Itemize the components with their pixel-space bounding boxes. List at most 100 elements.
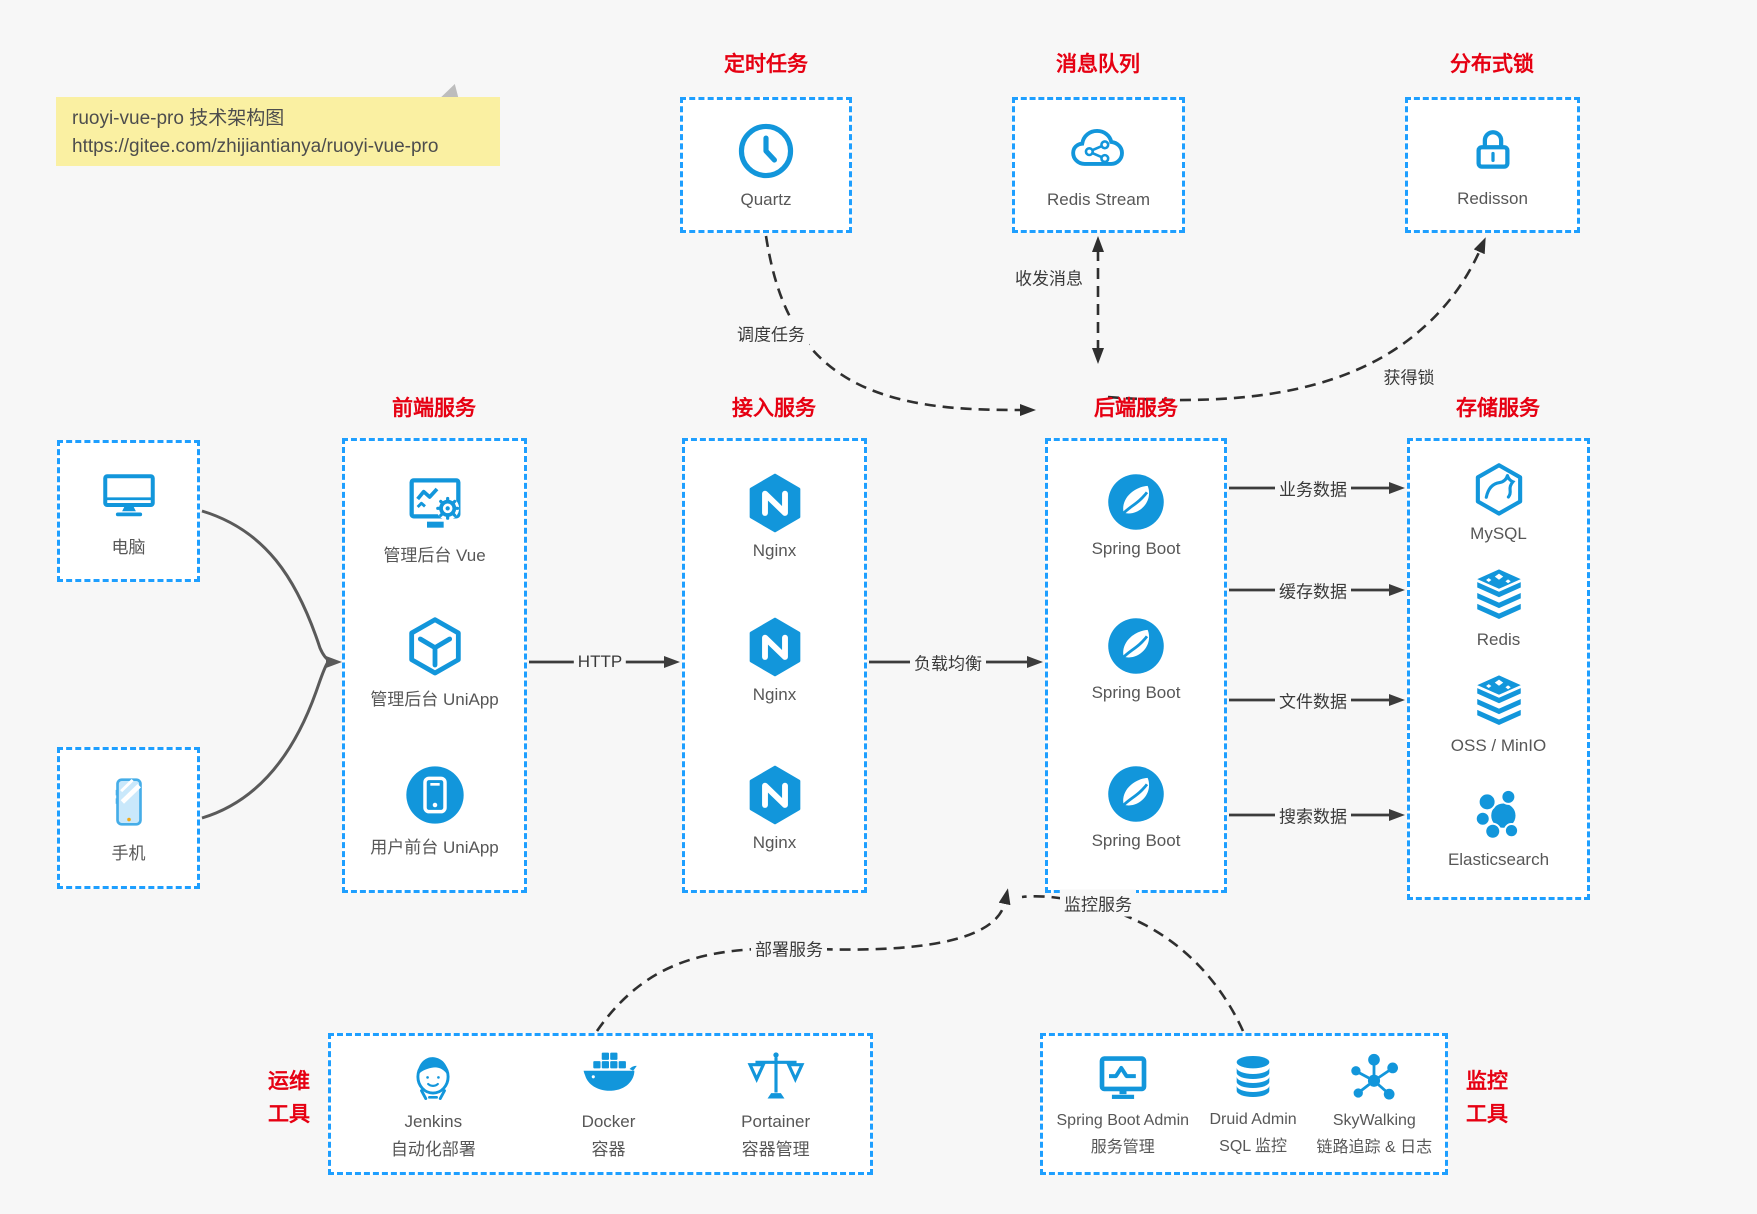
edge-label-business-data: 业务数据 <box>1275 474 1351 502</box>
druid-sublabel: SQL 监控 <box>1219 1138 1288 1155</box>
nginx-icon <box>743 471 807 535</box>
lock-icon <box>1463 121 1523 181</box>
quartz-label: Quartz <box>740 190 792 209</box>
admin-vue-icon <box>403 471 467 535</box>
redisson-label: Redisson <box>1457 189 1528 208</box>
monitor-item-skywalking: SkyWalking 链路追踪 & 日志 <box>1308 1051 1441 1157</box>
nginx-icon <box>743 615 807 679</box>
backend-item-spring-3: Spring Boot <box>1048 763 1224 851</box>
ops-item-jenkins: Jenkins 自动化部署 <box>391 1049 476 1160</box>
edge-mobile-to-frontend <box>201 650 336 820</box>
frontend-label-admin-vue: 管理后台 Vue <box>383 546 486 565</box>
edge-label-deploy: 部署服务 <box>751 934 827 962</box>
desktop-icon <box>102 473 155 516</box>
monitor-item-druid: Druid Admin SQL 监控 <box>1199 1052 1308 1156</box>
ops-item-portainer: Portainer 容器管理 <box>741 1049 810 1160</box>
nginx-icon <box>743 763 807 827</box>
frontend-column-box: 管理后台 Vue 管理后台 UniApp 用户前台 UniApp <box>342 438 527 893</box>
uniapp-cube-icon <box>403 615 467 679</box>
monitor-tools-box: Spring Boot Admin 服务管理 Druid Admin SQL 监… <box>1040 1033 1448 1175</box>
clock-icon <box>735 120 797 182</box>
jenkins-sublabel: 自动化部署 <box>390 1139 476 1159</box>
gateway-column-box: Nginx Nginx Nginx <box>682 438 867 893</box>
mysql-icon <box>1470 461 1528 519</box>
spring-label-2: Spring Boot <box>1091 683 1181 702</box>
gateway-item-nginx-1: Nginx <box>685 471 864 561</box>
storage-item-oss: OSS / MinIO <box>1410 673 1587 756</box>
group-title-message-queue: 消息队列 <box>1056 53 1140 76</box>
monitor-tools-title-line1: 监控 <box>1466 1070 1508 1093</box>
monitor-item-sba: Spring Boot Admin 服务管理 <box>1047 1051 1199 1157</box>
spring-label-1: Spring Boot <box>1091 539 1181 558</box>
group-title-distributed-lock: 分布式锁 <box>1450 53 1534 76</box>
storage-item-elasticsearch: Elasticsearch <box>1410 785 1587 870</box>
frontend-item-user-uniapp: 用户前台 UniApp <box>345 763 524 858</box>
frontend-item-admin-uniapp: 管理后台 UniApp <box>345 615 524 710</box>
note-url: https://gitee.com/zhijiantianya/ruoyi-vu… <box>72 136 439 157</box>
pc-client-box: 电脑 <box>57 440 200 582</box>
skywalking-icon <box>1350 1052 1400 1101</box>
mobile-client-label: 手机 <box>111 843 146 863</box>
druid-label: Druid Admin <box>1209 1111 1297 1128</box>
redisson-box: Redisson <box>1405 97 1580 233</box>
storage-column-box: MySQL Redis OSS / MinIO Elasticsearch <box>1407 438 1590 900</box>
note-title: ruoyi-vue-pro 技术架构图 <box>72 108 285 129</box>
portainer-sublabel: 容器管理 <box>741 1139 810 1159</box>
portainer-label: Portainer <box>741 1111 811 1131</box>
monitor-tools-title: 监控 工具 <box>1462 1066 1512 1131</box>
redis-stream-box: Redis Stream <box>1012 97 1185 233</box>
nginx-label-3: Nginx <box>752 833 797 852</box>
druid-icon <box>1236 1055 1270 1097</box>
edge-label-file-data: 文件数据 <box>1275 686 1351 714</box>
redis-stream-label: Redis Stream <box>1047 190 1150 209</box>
mobile-client-box: 手机 <box>57 747 200 889</box>
edge-label-messaging: 收发消息 <box>1011 263 1087 291</box>
column-title-frontend: 前端服务 <box>392 397 476 420</box>
monitor-tools-title-line2: 工具 <box>1466 1102 1508 1126</box>
docker-label: Docker <box>581 1111 636 1131</box>
spring-boot-admin-icon <box>1095 1051 1151 1107</box>
skywalking-sublabel: 链路追踪 & 日志 <box>1316 1139 1433 1156</box>
sticky-note: ruoyi-vue-pro 技术架构图 https://gitee.com/zh… <box>56 97 500 166</box>
quartz-box: Quartz <box>680 97 852 233</box>
oss-label: OSS / MinIO <box>1450 736 1547 755</box>
portainer-icon <box>748 1050 804 1100</box>
docker-icon <box>583 1052 637 1091</box>
frontend-label-admin-uniapp: 管理后台 UniApp <box>370 690 499 709</box>
edge-monitor <box>1021 895 1245 1032</box>
column-title-backend: 后端服务 <box>1094 397 1178 420</box>
backend-item-spring-1: Spring Boot <box>1048 471 1224 559</box>
spring-label-3: Spring Boot <box>1091 831 1181 850</box>
spring-boot-icon <box>1106 764 1166 824</box>
edge-label-http: HTTP <box>573 651 627 673</box>
gateway-item-nginx-3: Nginx <box>685 763 864 853</box>
edge-label-load-balance: 负载均衡 <box>910 648 986 676</box>
pc-client-label: 电脑 <box>111 537 146 557</box>
jenkins-icon <box>416 1055 450 1100</box>
jenkins-label: Jenkins <box>404 1111 463 1131</box>
uniapp-circle-icon <box>404 764 465 826</box>
spring-boot-icon <box>1106 472 1166 532</box>
ops-item-docker: Docker 容器 <box>580 1049 638 1160</box>
sba-label: Spring Boot Admin <box>1056 1112 1190 1129</box>
mysql-label: MySQL <box>1470 524 1527 543</box>
cloud-mq-icon <box>1070 129 1124 166</box>
nginx-label-2: Nginx <box>752 685 797 704</box>
edge-label-schedule: 调度任务 <box>733 319 809 347</box>
spring-boot-icon <box>1106 616 1166 676</box>
edge-pc-to-frontend <box>201 509 331 663</box>
column-title-gateway: 接入服务 <box>732 397 816 420</box>
storage-item-redis: Redis <box>1410 567 1587 650</box>
gateway-item-nginx-2: Nginx <box>685 615 864 705</box>
frontend-label-user-uniapp: 用户前台 UniApp <box>370 838 499 857</box>
redis-label: Redis <box>1476 630 1521 649</box>
ops-tools-title-line1: 运维 <box>268 1070 310 1093</box>
edge-label-monitor: 监控服务 <box>1060 889 1136 917</box>
elasticsearch-label: Elasticsearch <box>1447 850 1550 869</box>
frontend-item-admin-vue: 管理后台 Vue <box>345 471 524 566</box>
ops-tools-title-line2: 工具 <box>268 1102 310 1126</box>
backend-item-spring-2: Spring Boot <box>1048 615 1224 703</box>
column-title-storage: 存储服务 <box>1456 397 1540 420</box>
skywalking-label: SkyWalking <box>1332 1112 1416 1129</box>
